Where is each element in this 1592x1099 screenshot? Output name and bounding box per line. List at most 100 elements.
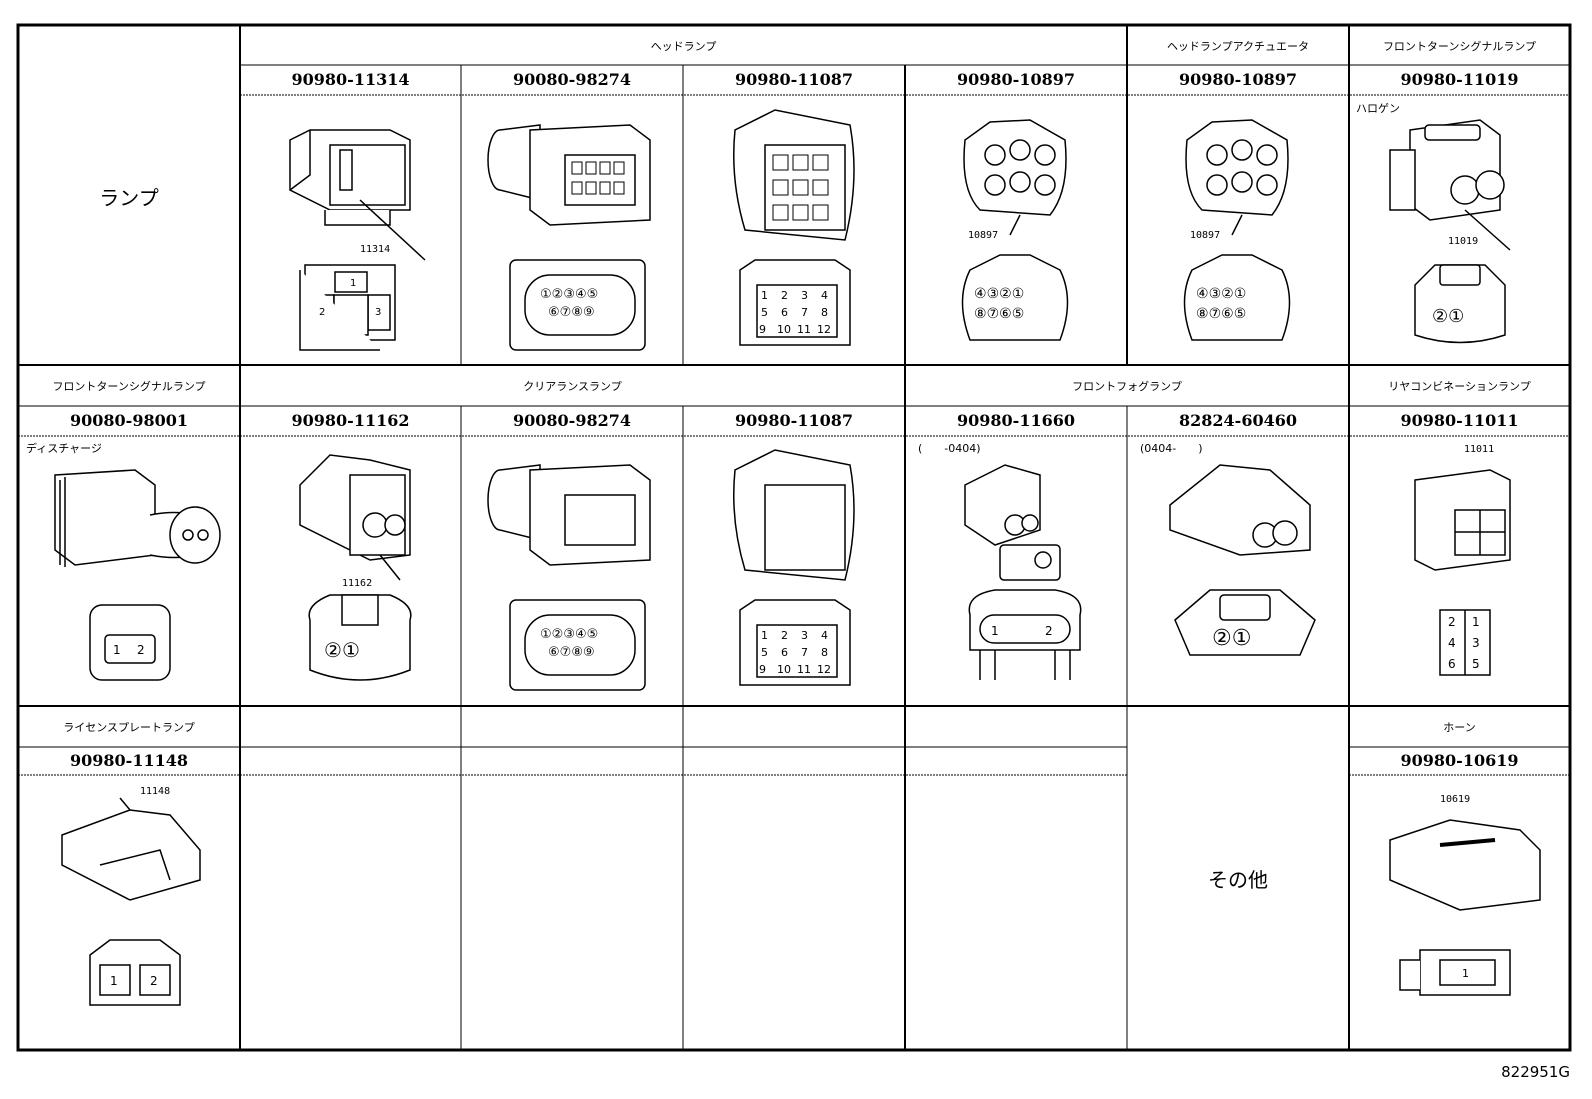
connector-11019-drawing: ②① bbox=[1389, 119, 1511, 344]
pin-label: 8 bbox=[821, 646, 828, 659]
connector-code: 11314 bbox=[360, 244, 391, 255]
pin-row: ②① bbox=[1212, 626, 1251, 651]
pin-label: 2 bbox=[150, 974, 158, 988]
category-other: その他 bbox=[1208, 868, 1268, 892]
pin-label: 9 bbox=[759, 323, 766, 336]
pin-label: 1 bbox=[991, 624, 999, 638]
pin-label: 2 bbox=[781, 289, 788, 302]
pin-label: 1 bbox=[1472, 615, 1480, 629]
group-front-fog-lamp: フロントフォグランプ bbox=[1072, 380, 1182, 393]
pin-row: ②① bbox=[324, 638, 360, 662]
part-number: 90080-98274 bbox=[513, 70, 631, 89]
part-number: 90080-98001 bbox=[70, 411, 188, 430]
pin-label: 11 bbox=[797, 323, 811, 336]
pin-label: 1 bbox=[113, 643, 121, 657]
pin-label: 1 bbox=[761, 289, 768, 302]
pin-label: 4 bbox=[821, 629, 828, 642]
connector-code: 10619 bbox=[1440, 794, 1471, 805]
part-number: 90980-11314 bbox=[291, 70, 410, 89]
connector-11162-drawing: ②① bbox=[299, 454, 412, 681]
connector-code: 11011 bbox=[1464, 444, 1495, 455]
pin-label: 1 bbox=[110, 974, 118, 988]
pin-row: ①②③④⑤ bbox=[540, 287, 598, 302]
pin-label: 4 bbox=[1448, 636, 1456, 650]
group-rear-combination-lamp: リヤコンビネーションランプ bbox=[1388, 380, 1531, 393]
pin-label: 2 bbox=[319, 307, 325, 318]
pin-label: 3 bbox=[801, 289, 808, 302]
pin-row: ②① bbox=[1432, 306, 1464, 327]
pin-label: 3 bbox=[1472, 636, 1480, 650]
connector-code: 10897 bbox=[968, 230, 999, 241]
pin-label: 6 bbox=[1448, 657, 1456, 671]
pin-label: 8 bbox=[821, 306, 828, 319]
part-number: 90980-10897 bbox=[957, 70, 1075, 89]
pin-label: 9 bbox=[759, 663, 766, 676]
part-number: 90980-10619 bbox=[1400, 751, 1519, 770]
pin-label: 1 bbox=[350, 278, 356, 289]
part-number: 90980-11087 bbox=[735, 411, 853, 430]
pin-label: 5 bbox=[761, 306, 768, 319]
pin-label: 11 bbox=[797, 663, 811, 676]
part-number: 90980-11148 bbox=[70, 751, 188, 770]
pin-label: 12 bbox=[817, 323, 831, 336]
pin-row: ⑥⑦⑧⑨ bbox=[548, 645, 595, 660]
pin-label: 6 bbox=[781, 646, 788, 659]
note-discharge: ディスチャージ bbox=[26, 442, 102, 455]
pin-label: 5 bbox=[761, 646, 768, 659]
connector-10619-drawing: 1 bbox=[1389, 819, 1541, 996]
connector-11314-drawing: 1 2 3 bbox=[289, 129, 426, 351]
group-front-turn-signal: フロントターンシグナルランプ bbox=[52, 380, 206, 393]
pin-label: 10 bbox=[777, 663, 791, 676]
connector-98274-drawing: ①②③④⑤ ⑥⑦⑧⑨ bbox=[487, 124, 651, 351]
connector-10897-actuator-drawing: ④③②① ⑧⑦⑥⑤ bbox=[1183, 119, 1291, 341]
part-number: 82824-60460 bbox=[1179, 411, 1297, 430]
group-headlamp: ヘッドランプ bbox=[650, 40, 717, 53]
connector-10897-drawing: ④③②① ⑧⑦⑥⑤ bbox=[961, 119, 1069, 341]
pin-label: 6 bbox=[781, 306, 788, 319]
pin-row: ⑥⑦⑧⑨ bbox=[548, 305, 595, 320]
pin-label: 1 bbox=[1462, 967, 1469, 980]
part-number: 90980-11019 bbox=[1400, 70, 1519, 89]
connector-code: 10897 bbox=[1190, 230, 1221, 241]
connector-98274-clearance-drawing: ①②③④⑤ ⑥⑦⑧⑨ bbox=[487, 464, 651, 691]
pin-row: ⑧⑦⑥⑤ bbox=[1196, 306, 1246, 322]
pin-label: 5 bbox=[1472, 657, 1480, 671]
category-lamp: ランプ bbox=[99, 186, 159, 210]
group-headlamp-actuator: ヘッドランプアクチュエータ bbox=[1166, 40, 1310, 53]
part-number: 90980-11011 bbox=[1400, 411, 1519, 430]
note-halogen: ハロゲン bbox=[1356, 102, 1400, 115]
part-number: 90980-11162 bbox=[291, 411, 410, 430]
pin-label: 1 bbox=[761, 629, 768, 642]
pin-label: 3 bbox=[801, 629, 808, 642]
connector-11660-drawing: 1 2 bbox=[964, 464, 1082, 680]
part-number: 90980-11087 bbox=[735, 70, 853, 89]
part-number: 90080-98274 bbox=[513, 411, 631, 430]
connector-code: 11019 bbox=[1448, 236, 1479, 247]
pin-label: 7 bbox=[801, 646, 808, 659]
connector-code: 11148 bbox=[140, 786, 171, 797]
part-number: 90980-11660 bbox=[957, 411, 1075, 430]
group-horn: ホーン bbox=[1443, 721, 1476, 734]
pin-row: ④③②① bbox=[974, 286, 1024, 302]
connector-code: 11162 bbox=[342, 578, 373, 589]
connector-98001-drawing: 1 2 bbox=[54, 469, 221, 681]
pin-label: 2 bbox=[781, 629, 788, 642]
drawing-id: 822951G bbox=[1501, 1063, 1570, 1081]
pin-label: 3 bbox=[375, 307, 381, 318]
group-license-plate-lamp: ライセンスプレートランプ bbox=[63, 721, 195, 734]
group-front-turn-signal: フロントターンシグナルランプ bbox=[1382, 40, 1537, 53]
connector-60460-drawing: ②① bbox=[1169, 464, 1316, 656]
connector-11148-drawing: 1 2 bbox=[61, 797, 201, 1006]
pin-row: ①②③④⑤ bbox=[540, 627, 598, 642]
pin-label: 4 bbox=[821, 289, 828, 302]
pin-label: 12 bbox=[817, 663, 831, 676]
pin-row: ⑧⑦⑥⑤ bbox=[974, 306, 1024, 322]
part-number: 90980-10897 bbox=[1179, 70, 1297, 89]
pin-label: 2 bbox=[137, 643, 145, 657]
pin-row: ④③②① bbox=[1196, 286, 1246, 302]
note-fog-period-1: ( -0404) bbox=[918, 442, 981, 455]
